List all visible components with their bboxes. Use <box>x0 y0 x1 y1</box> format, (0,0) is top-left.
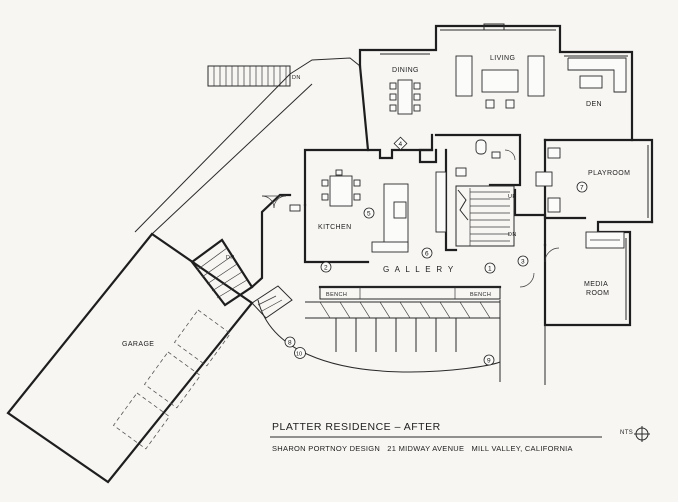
scale-label: NTS <box>620 430 633 436</box>
gallery-label: G A L L E R Y <box>383 265 455 274</box>
living-label: LIVING <box>490 55 515 62</box>
drawing-subtitle: SHARON PORTNOY DESIGN 21 MIDWAY AVENUE M… <box>272 444 573 453</box>
key-10: 10 <box>294 347 306 359</box>
benches: BENCH BENCH <box>319 286 501 300</box>
key-9: 9 <box>483 354 495 366</box>
svg-text:3: 3 <box>521 259 525 266</box>
powder-room <box>455 139 516 177</box>
stair-dn-label-center: DN <box>508 232 517 238</box>
garage-label: GARAGE <box>122 341 154 348</box>
key-1: 1 <box>484 262 496 274</box>
key-7: 7 <box>576 181 588 193</box>
svg-text:10: 10 <box>296 352 302 358</box>
key-3: 3 <box>517 255 529 267</box>
dining-label: DINING <box>392 67 419 74</box>
stair-up-label: UP <box>508 194 516 200</box>
dining-table <box>397 79 413 115</box>
entry-doors[interactable] <box>261 195 287 209</box>
key-5: 5 <box>363 207 375 219</box>
kitchen: KITCHEN <box>289 169 447 253</box>
dining-room: DINING <box>389 67 421 115</box>
living-room: LIVING <box>455 55 545 109</box>
media-room-label-2: ROOM <box>586 290 609 297</box>
stair-dn-label-entry: DN <box>226 255 235 261</box>
drawing-title: PLATTER RESIDENCE – AFTER <box>272 421 441 433</box>
playroom-label: PLAYROOM <box>588 170 630 177</box>
key-8: 8 <box>284 336 296 348</box>
title-block: PLATTER RESIDENCE – AFTER SHARON PORTNOY… <box>270 421 650 453</box>
exterior-path <box>134 57 361 235</box>
key-tags: 1 2 3 4 5 6 7 8 9 10 <box>284 136 588 366</box>
kitchen-label: KITCHEN <box>318 224 352 231</box>
svg-text:6: 6 <box>425 251 429 258</box>
entry-wall <box>250 193 292 289</box>
garage: GARAGE <box>6 232 254 484</box>
north-arrow-icon <box>634 426 650 442</box>
svg-text:1: 1 <box>488 266 492 273</box>
svg-text:5: 5 <box>367 211 371 218</box>
key-4: 4 <box>393 136 408 151</box>
media-room: MEDIA ROOM <box>544 231 625 297</box>
den-label: DEN <box>586 101 602 108</box>
svg-text:4: 4 <box>399 141 403 148</box>
svg-text:8: 8 <box>288 340 292 347</box>
bench-left-label: BENCH <box>326 292 347 298</box>
entry-stair: DN <box>190 238 254 307</box>
key-2: 2 <box>320 261 332 273</box>
trellis-courtyard <box>251 285 546 385</box>
stair-dn-label-top: DN <box>292 75 301 81</box>
center-stair: UP DN <box>455 185 517 247</box>
media-room-label-1: MEDIA <box>584 281 608 288</box>
svg-text:7: 7 <box>580 185 584 192</box>
svg-text:2: 2 <box>324 265 328 272</box>
key-6: 6 <box>421 247 433 259</box>
playroom: PLAYROOM <box>535 147 630 213</box>
exterior-stair: DN <box>207 65 301 87</box>
den: DEN <box>567 57 627 108</box>
gallery: G A L L E R Y <box>383 265 535 288</box>
bench-right-label: BENCH <box>470 292 491 298</box>
windows <box>380 23 649 320</box>
svg-text:9: 9 <box>487 358 491 365</box>
